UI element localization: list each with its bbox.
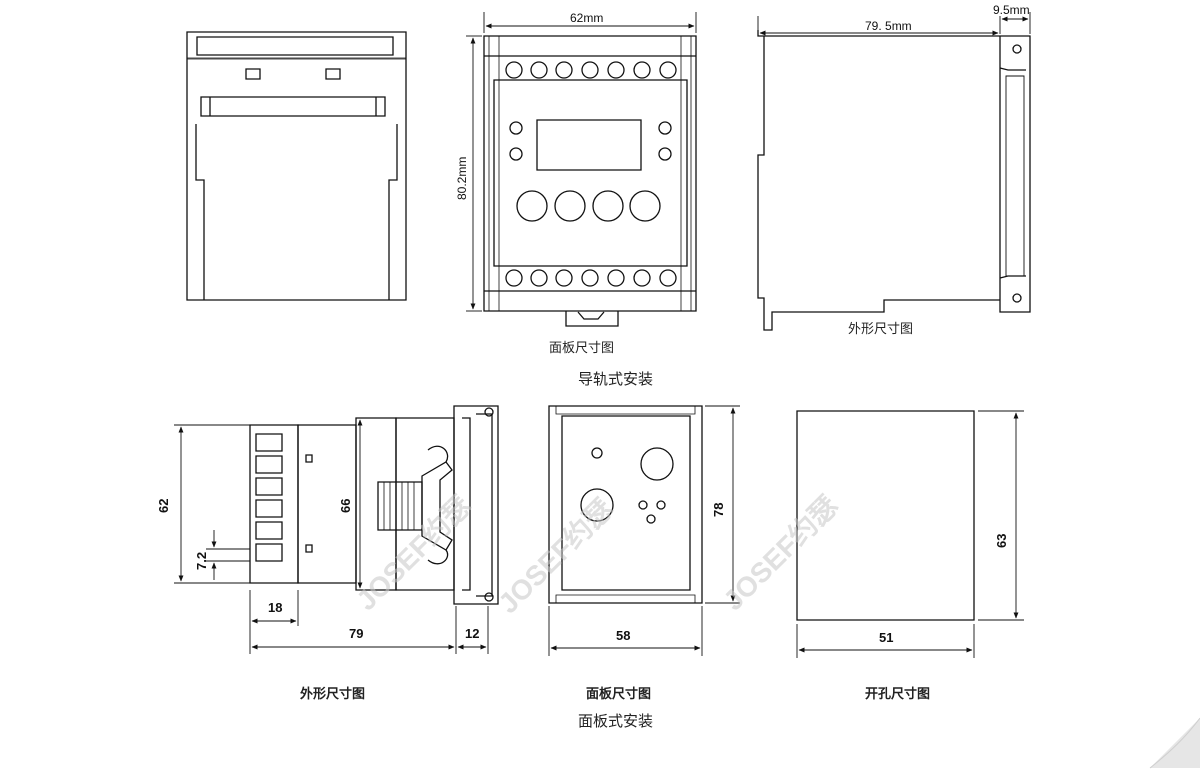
- dim-58-label: 58: [616, 628, 630, 643]
- rail-top-view: [187, 32, 406, 300]
- rail-mount-title: 导轨式安装: [578, 370, 654, 388]
- dim-51-63: [797, 411, 1024, 658]
- page-curl-corner: [1150, 718, 1200, 768]
- dim-62mm-label: 62mm: [570, 11, 603, 25]
- rail-front-view: [484, 36, 696, 326]
- dim-78-label: 78: [711, 503, 726, 517]
- dim-58-78: [549, 406, 740, 656]
- cutout-view: [797, 411, 974, 620]
- rail-side-view: [758, 30, 1030, 330]
- dim-80mm: [466, 36, 482, 311]
- dim-62mm: [484, 12, 696, 33]
- dim-9mm-label: 9.5mm: [993, 3, 1030, 17]
- dim-63-label: 63: [994, 534, 1009, 548]
- panel-front-view: [549, 406, 702, 603]
- dim-79-label: 79: [349, 626, 363, 641]
- dim-7-2-label: 7.2: [194, 552, 209, 570]
- panel-outline-caption: 外形尺寸图: [300, 687, 366, 702]
- watermark-1: JOSEF约瑟: [350, 490, 476, 616]
- dim-66-label: 66: [338, 499, 353, 513]
- watermark-2: JOSEF约瑟: [492, 493, 618, 619]
- panel-outline-view: [250, 406, 498, 604]
- dim-62-label: 62: [156, 499, 171, 513]
- watermark-3: JOSEF约瑟: [717, 490, 843, 616]
- dim-79mm: [758, 12, 1030, 36]
- rail-outline-caption: 外形尺寸图: [848, 322, 914, 337]
- dim-62-left: [174, 419, 363, 589]
- dim-79-bottom: [250, 590, 488, 654]
- dim-18-label: 18: [268, 600, 282, 615]
- dim-79mm-label: 79. 5mm: [865, 19, 912, 33]
- dim-12-label: 12: [465, 626, 479, 641]
- dim-51-label: 51: [879, 630, 893, 645]
- cutout-caption: 开孔尺寸图: [865, 687, 931, 702]
- panel-mount-title: 面板式安装: [578, 712, 654, 730]
- rail-panel-caption: 面板尺寸图: [549, 341, 615, 356]
- page-curl-edge: [1150, 718, 1200, 768]
- panel-panel-caption: 面板尺寸图: [586, 687, 652, 702]
- dim-80mm-label: 80.2mm: [455, 157, 469, 200]
